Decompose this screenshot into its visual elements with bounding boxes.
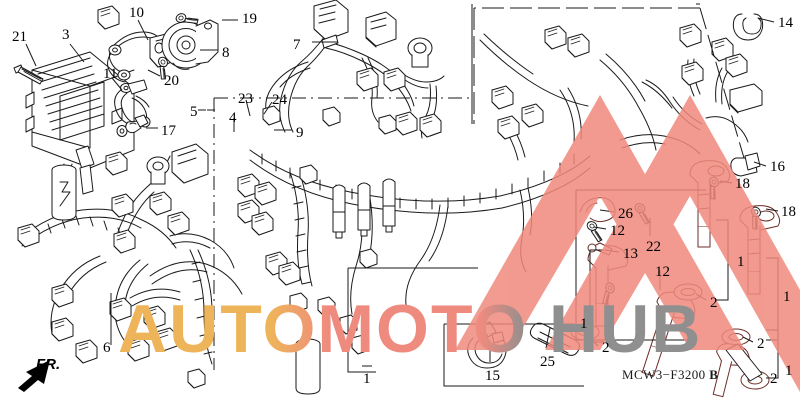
part-bolt-21 (13, 64, 44, 85)
callout-label-22: 22 (646, 239, 661, 255)
callout-label-3: 3 (62, 27, 70, 43)
callout-label-9: 9 (296, 125, 304, 141)
callout-label-19: 19 (242, 11, 257, 27)
callout-label-5: 5 (190, 104, 198, 120)
part-ecu-3 (25, 51, 135, 195)
callout-label-12: 12 (610, 223, 625, 239)
part-clamp-17 (125, 114, 149, 134)
callout-label-2: 2 (757, 336, 765, 352)
callout-label-2: 2 (770, 371, 778, 387)
part-canister-bottom (295, 338, 321, 395)
callout-label-16: 16 (770, 159, 785, 175)
callout-label-8: 8 (222, 45, 230, 61)
callout-label-24: 24 (272, 92, 287, 108)
callout-label-1: 1 (363, 371, 371, 387)
callout-label-1: 1 (737, 254, 745, 270)
callout-label-12: 12 (655, 264, 670, 280)
callout-label-20: 20 (164, 73, 179, 89)
callout-label-18: 18 (781, 204, 796, 220)
callout-label-6: 6 (103, 340, 111, 356)
callout-label-4: 4 (229, 110, 237, 126)
part-left-harness-6 (17, 5, 243, 365)
part-injectors (332, 178, 396, 239)
callout-label-1: 1 (783, 289, 791, 305)
part-subharness-7 (262, 0, 445, 139)
part-number: MCW3−F3200 B (622, 367, 719, 382)
callout-label-14: 14 (778, 15, 793, 31)
callout-label-1: 1 (785, 363, 793, 379)
callout-label-11: 11 (103, 66, 118, 82)
callout-label-26: 26 (618, 206, 633, 222)
callout-label-10: 10 (129, 5, 144, 21)
callout-label-2: 2 (710, 295, 718, 311)
front-arrow-icon (18, 360, 50, 392)
callout-label-7: 7 (293, 37, 301, 53)
callout-label-17: 17 (161, 123, 176, 139)
callout-label-18: 18 (735, 176, 750, 192)
callout-label-21: 21 (12, 29, 27, 45)
part-horn-8 (161, 19, 219, 70)
callout-label-15: 15 (485, 368, 500, 384)
callout-label-2: 2 (602, 340, 610, 356)
callout-label-23: 23 (238, 91, 253, 107)
callout-label-25: 25 (540, 354, 555, 370)
callout-label-13: 13 (623, 246, 638, 262)
callout-label-1: 1 (580, 316, 588, 332)
